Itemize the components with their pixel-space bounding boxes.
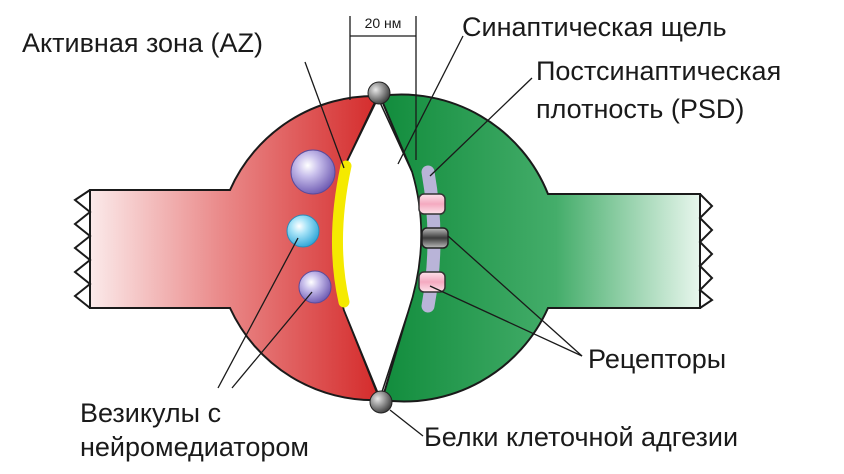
label-active-zone: Активная зона (AZ)	[22, 28, 263, 58]
adhesion-protein-icon	[369, 390, 393, 414]
active-zone	[332, 160, 352, 308]
vesicle-icon	[298, 270, 332, 304]
receptor-icon	[418, 271, 446, 293]
label-vesicles-line2: нейромедиатором	[80, 432, 309, 462]
label-receptors: Рецепторы	[588, 344, 726, 374]
label-adhesion: Белки клеточной адгезии	[424, 422, 738, 452]
scale-label: 20 нм	[365, 15, 402, 31]
label-psd-line2: плотность (PSD)	[536, 94, 744, 124]
receptor-icon	[418, 193, 446, 215]
label-psd-line1: Постсинаптическая	[536, 56, 781, 86]
leader-lines	[217, 35, 583, 437]
receptor-icon	[421, 227, 449, 249]
vesicle-icon	[290, 149, 336, 195]
vesicle-icon	[286, 214, 320, 248]
scale-bar	[349, 16, 417, 160]
label-vesicles-line1: Везикулы с	[80, 398, 221, 428]
adhesion-protein-icon	[367, 81, 391, 105]
label-synaptic-cleft: Синаптическая щель	[462, 12, 727, 42]
